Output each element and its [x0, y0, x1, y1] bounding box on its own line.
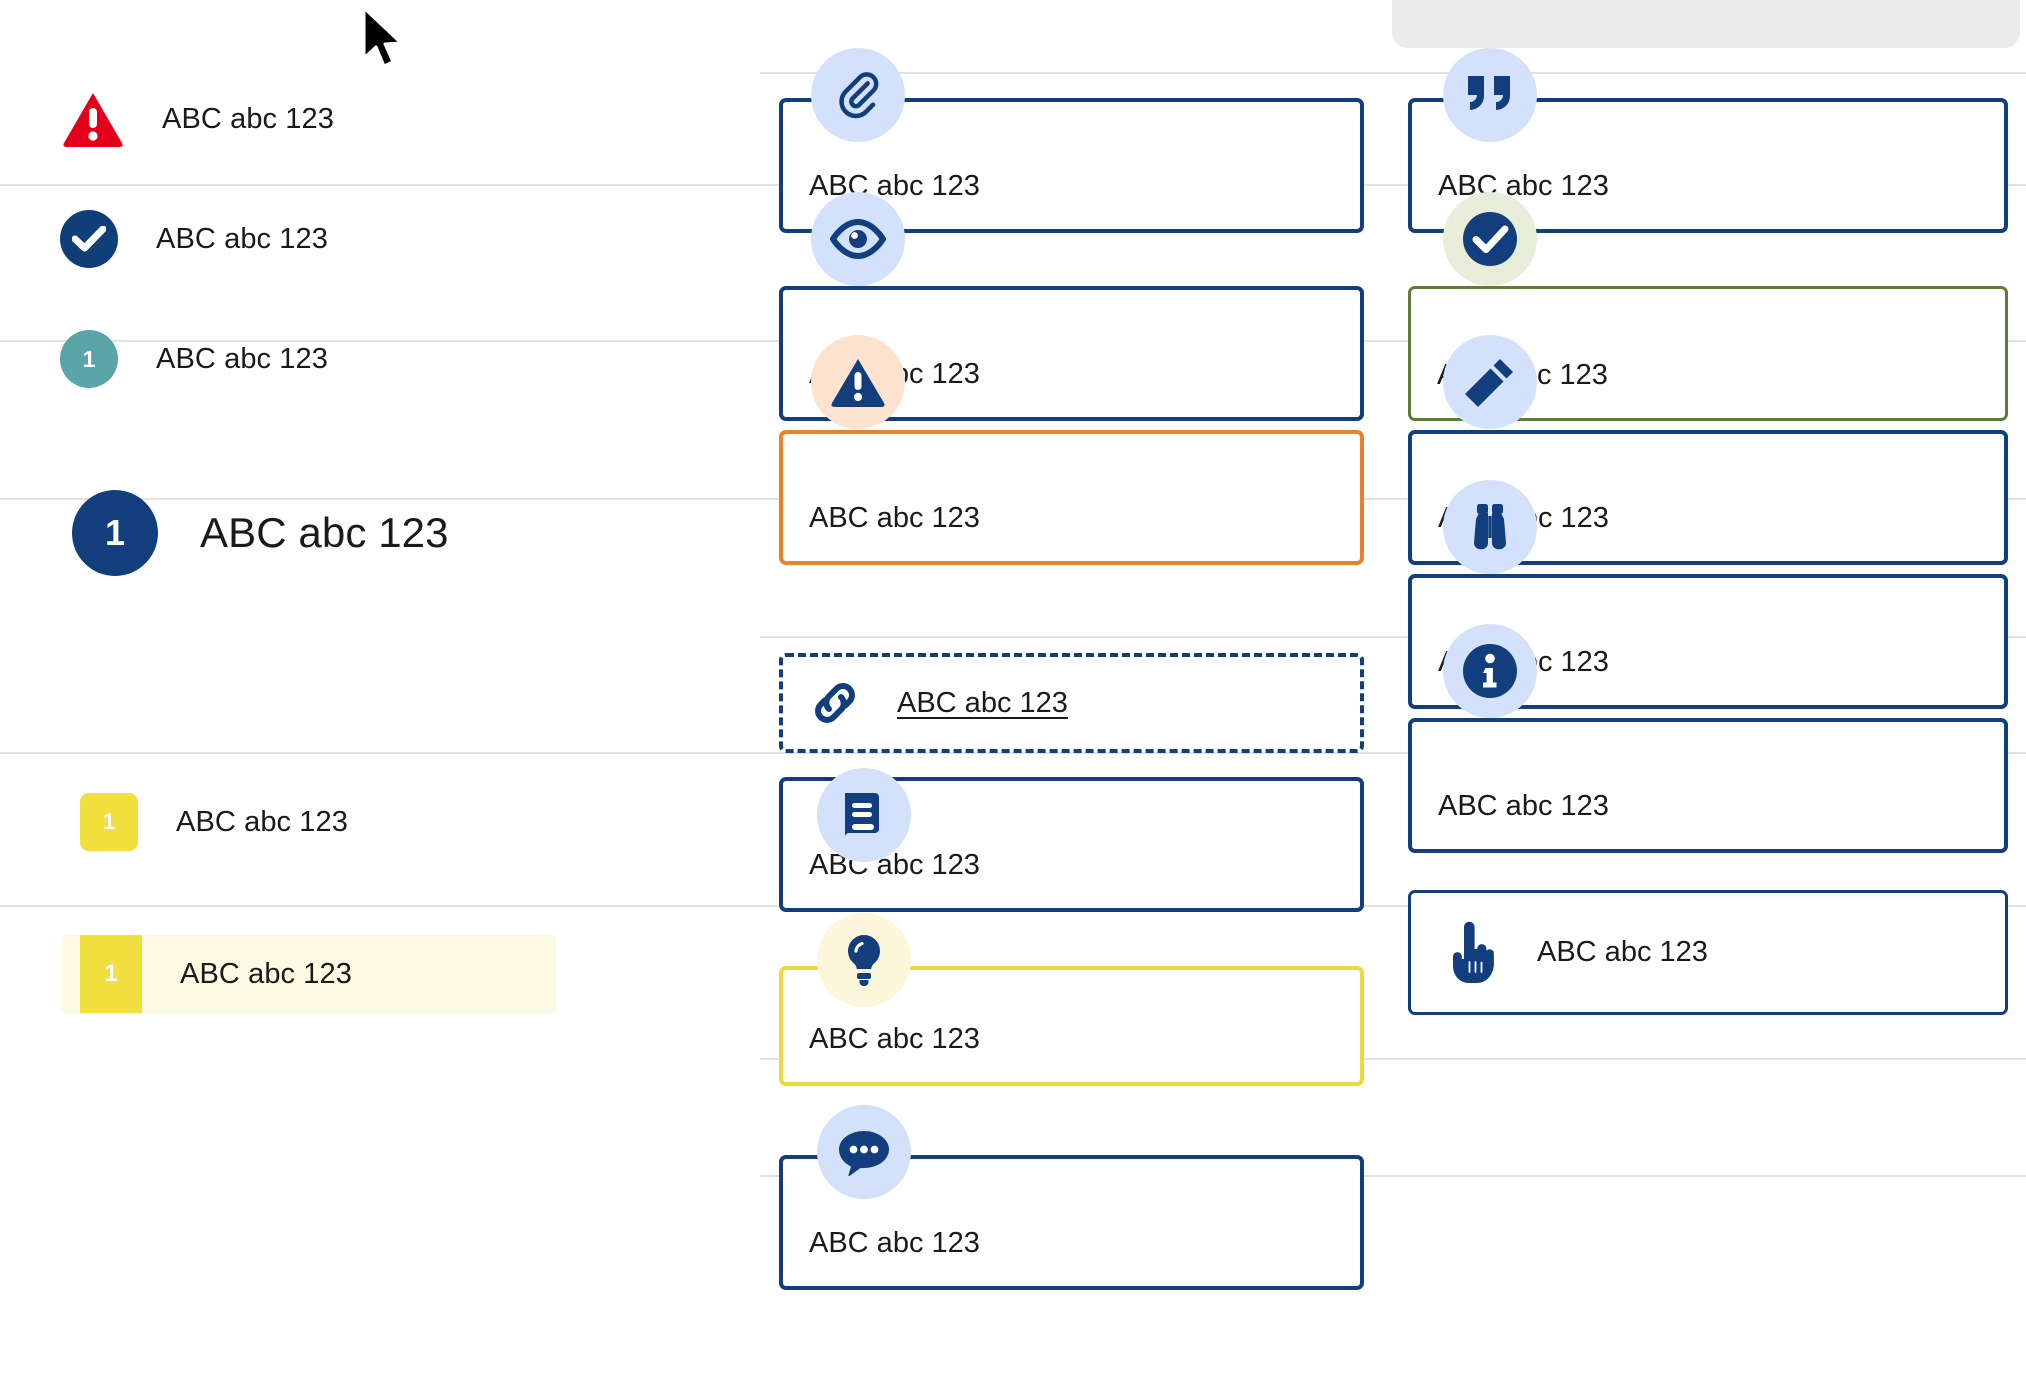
pencil-icon [1443, 335, 1537, 429]
background-panel [1392, 0, 2020, 48]
list-item-selected[interactable]: 1 ABC abc 123 [0, 935, 760, 1013]
chat-bubble-icon [817, 1105, 911, 1199]
warning-alert-icon [811, 335, 905, 429]
list-item[interactable]: 1 ABC abc 123 [0, 320, 760, 398]
divider [760, 72, 2026, 74]
info-circle-icon [1443, 624, 1537, 718]
card-warning[interactable]: ABC abc 123 [779, 430, 1364, 565]
list-item-label: ABC abc 123 [176, 805, 348, 838]
card-idea[interactable]: ABC abc 123 [779, 966, 1364, 1086]
number-badge-value: 1 [102, 809, 116, 834]
card-link-label[interactable]: ABC abc 123 [897, 686, 1068, 719]
card-label: ABC abc 123 [1438, 790, 1609, 822]
warning-triangle-icon [62, 91, 124, 147]
card-label: ABC abc 123 [809, 1023, 980, 1055]
left-list-column: ABC abc 123 ABC abc 123 1 ABC abc 123 1 … [0, 0, 760, 1392]
number-badge-value: 1 [104, 512, 126, 553]
card-label: ABC abc 123 [809, 502, 980, 534]
divider [760, 1058, 2026, 1060]
list-item-label: ABC abc 123 [156, 342, 328, 375]
list-item-label: ABC abc 123 [200, 509, 449, 556]
list-item-label: ABC abc 123 [156, 222, 328, 255]
number-badge-value: 1 [82, 345, 96, 372]
divider [760, 1175, 2026, 1177]
card-info[interactable]: ABC abc 123 [1408, 718, 2008, 853]
pointing-hand-icon [1447, 921, 1497, 985]
divider [760, 636, 2026, 638]
binoculars-icon [1443, 480, 1537, 574]
eye-icon [811, 192, 905, 286]
list-item[interactable]: ABC abc 123 [0, 80, 760, 158]
number-badge-square: 1 [80, 793, 138, 851]
link-chain-icon [807, 675, 863, 731]
paperclip-icon [811, 48, 905, 142]
lightbulb-icon [817, 913, 911, 1007]
number-badge-value: 1 [104, 960, 118, 987]
card-label: ABC abc 123 [1438, 170, 1609, 202]
list-item-label: ABC abc 123 [162, 102, 334, 135]
list-item[interactable]: ABC abc 123 [0, 200, 760, 278]
divider [0, 752, 2026, 754]
number-badge-bar: 1 [80, 935, 142, 1013]
card-action[interactable]: ABC abc 123 [1408, 890, 2008, 1015]
number-badge-large: 1 [72, 490, 158, 576]
card-label: ABC abc 123 [809, 1227, 980, 1259]
check-circle-icon [60, 210, 118, 268]
number-badge: 1 [60, 330, 118, 388]
list-item[interactable]: 1 ABC abc 123 [0, 483, 760, 583]
list-item[interactable]: 1 ABC abc 123 [0, 783, 760, 861]
card-comment[interactable]: ABC abc 123 [779, 1155, 1364, 1290]
mouse-cursor-icon [360, 6, 406, 72]
list-item-highlight-bg [62, 935, 556, 1013]
link-row[interactable]: ABC abc 123 [783, 657, 1360, 749]
card-label: ABC abc 123 [809, 849, 980, 881]
book-icon [817, 768, 911, 862]
quote-marks-icon [1443, 48, 1537, 142]
list-item-label: ABC abc 123 [180, 957, 352, 990]
card-link[interactable]: ABC abc 123 [779, 653, 1364, 753]
card-label: ABC abc 123 [1537, 936, 1708, 968]
check-circle-icon [1443, 192, 1537, 286]
hand-row: ABC abc 123 [1411, 893, 2005, 1012]
